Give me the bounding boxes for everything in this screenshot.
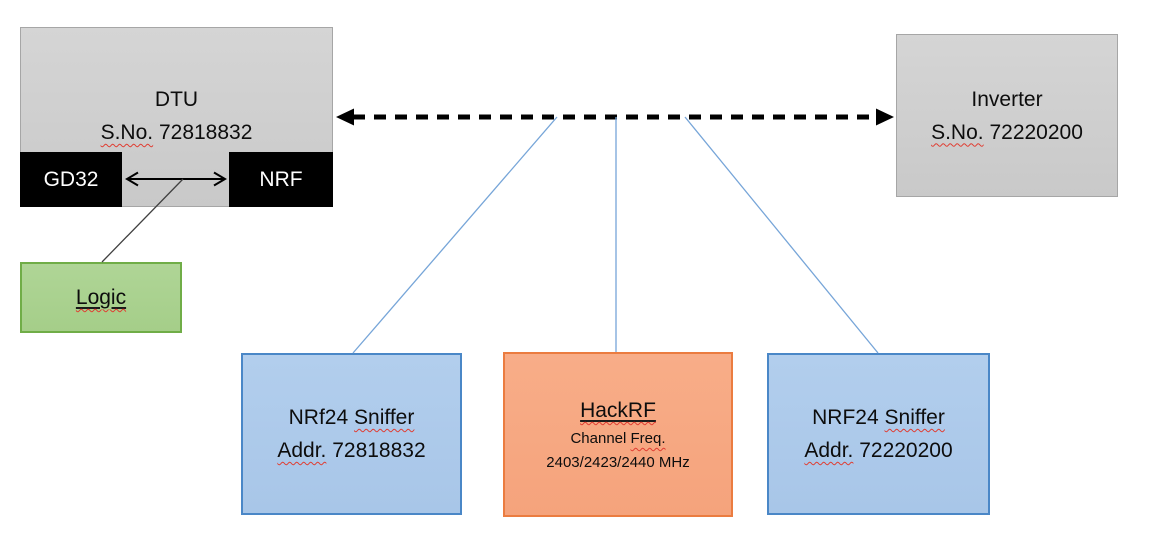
sniffer-right-title: NRF24 Sniffer xyxy=(812,406,945,429)
logic-node: Logic xyxy=(20,262,182,333)
dtu-title: DTU xyxy=(154,88,199,111)
hackrf-frequencies: 2403/2423/2440 MHz xyxy=(546,454,690,471)
gd32-label: GD32 xyxy=(43,168,99,191)
gd32-chip: GD32 xyxy=(20,152,122,207)
inverter-title: Inverter xyxy=(971,87,1043,111)
sniffer-right-addr: Addr. 72220200 xyxy=(804,439,953,462)
sniffer-left-node: NRf24 Sniffer Addr. 72818832 xyxy=(241,353,462,515)
hackrf-node: HackRF Channel Freq. 2403/2423/2440 MHz xyxy=(503,352,733,517)
sniffer-right-connector xyxy=(684,116,879,354)
hackrf-channel-line: Channel Freq. xyxy=(570,430,666,447)
sniffer-right-node: NRF24 Sniffer Addr. 72220200 xyxy=(767,353,990,515)
inverter-node: Inverter S.No. 72220200 xyxy=(896,34,1118,197)
nrf-label: NRF xyxy=(259,168,303,191)
logic-label: Logic xyxy=(75,286,127,309)
sniffer-left-connector xyxy=(352,116,558,354)
sniffer-left-addr: Addr. 72818832 xyxy=(277,439,426,462)
dtu-inverter-dashed-arrow xyxy=(336,108,894,126)
arrowhead-right-icon xyxy=(876,108,894,126)
dtu-serial: S.No. 72818832 xyxy=(100,121,253,144)
inverter-serial: S.No. 72220200 xyxy=(931,120,1083,144)
hackrf-title: HackRF xyxy=(580,399,656,422)
sniffer-left-title: NRf24 Sniffer xyxy=(288,406,415,429)
nrf-chip: NRF xyxy=(229,152,333,207)
arrowhead-left-icon xyxy=(336,108,354,126)
